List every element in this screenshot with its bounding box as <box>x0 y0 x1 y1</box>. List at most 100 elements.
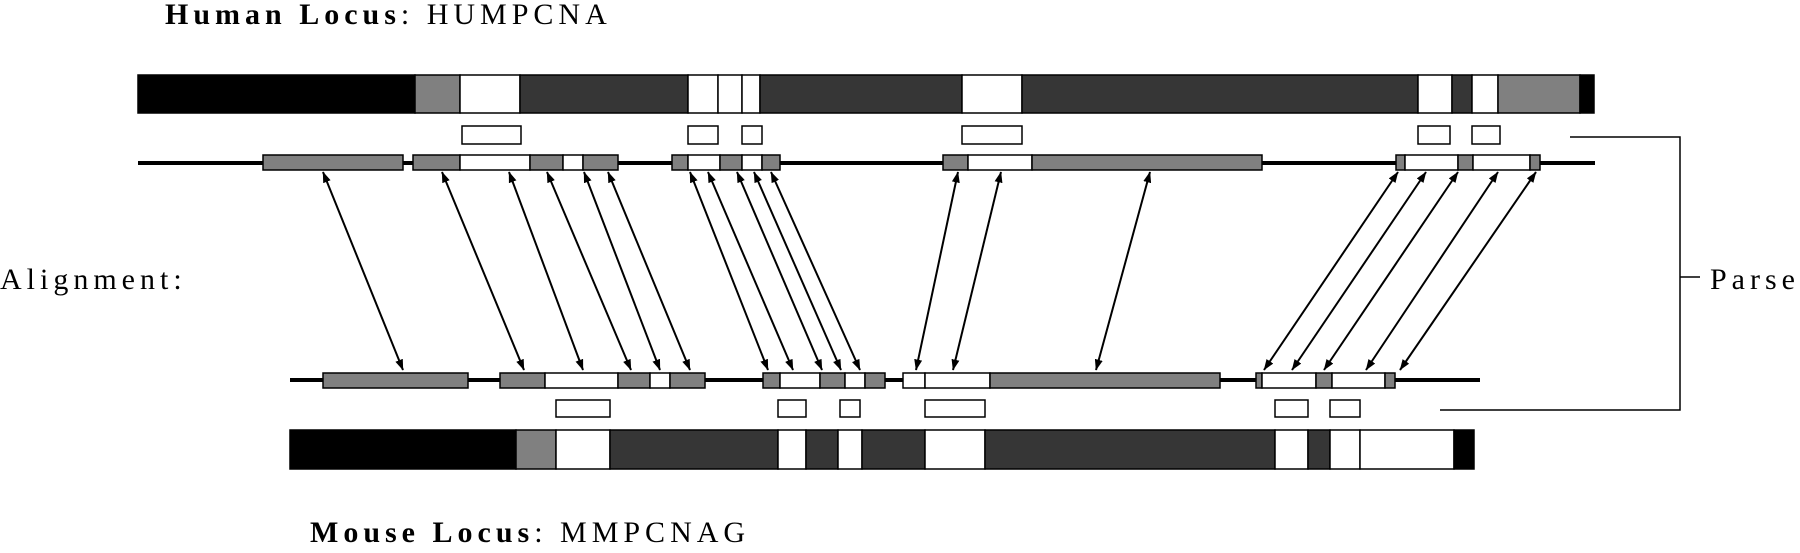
human-parse-segment <box>1395 154 1406 171</box>
alignment-arrow <box>689 171 769 371</box>
human-exon-marker <box>687 125 719 145</box>
human-locus-segment <box>137 74 416 114</box>
mouse-locus-segment <box>984 429 1276 470</box>
human-parse-segment <box>967 154 1033 171</box>
human-exon-marker <box>1417 125 1451 145</box>
mouse-locus-name: : MMPCNAG <box>534 516 751 549</box>
alignment-arrow <box>1291 171 1427 371</box>
mouse-locus-segment <box>1274 429 1309 470</box>
human-parse-segment <box>412 154 461 171</box>
human-parse-segment <box>741 154 763 171</box>
alignment-arrow <box>546 171 632 371</box>
human-locus-segment <box>1417 74 1453 114</box>
mouse-locus-title: Mouse Locus <box>310 516 535 549</box>
parse-label: Parse <box>1710 263 1800 296</box>
alignment-arrow <box>508 171 584 371</box>
mouse-locus-segment <box>1329 429 1361 470</box>
human-locus-segment <box>717 74 743 114</box>
mouse-locus-label: Mouse Locus: MMPCNAG <box>310 518 750 548</box>
human-locus-segment <box>1451 74 1473 114</box>
mouse-exon-marker <box>555 399 611 418</box>
mouse-locus-segment <box>1359 429 1455 470</box>
human-locus-segment <box>519 74 689 114</box>
human-locus-segment <box>1579 74 1595 114</box>
human-locus-segment <box>759 74 963 114</box>
parse-bracket <box>1440 136 1681 411</box>
human-parse-segment <box>562 154 584 171</box>
mouse-exon-marker <box>1329 399 1361 418</box>
human-parse-segment <box>262 154 404 171</box>
human-locus-segment <box>1021 74 1419 114</box>
mouse-exon-marker <box>839 399 861 418</box>
human-locus-segment <box>687 74 719 114</box>
human-locus-label: Human Locus: HUMPCNA <box>165 0 612 30</box>
human-locus-title: Human Locus <box>165 0 401 31</box>
alignment-arrow <box>441 171 525 371</box>
human-exon-marker <box>461 125 522 145</box>
mouse-locus-segment <box>515 429 557 470</box>
mouse-locus-segment <box>805 429 839 470</box>
alignment-arrow <box>1094 171 1152 371</box>
mouse-locus-segment <box>555 429 611 470</box>
mouse-locus-segment <box>924 429 986 470</box>
mouse-exon-marker <box>1274 399 1309 418</box>
mouse-locus-segment <box>1307 429 1331 470</box>
human-parse-segment <box>1031 154 1263 171</box>
mouse-parse-segment <box>819 372 846 389</box>
mouse-locus-segment <box>861 429 926 470</box>
human-locus-name: : HUMPCNA <box>400 0 612 31</box>
human-locus-segment <box>459 74 521 114</box>
alignment-arrow <box>1263 171 1399 371</box>
alignment-arrow <box>753 171 842 371</box>
mouse-parse-segment <box>924 372 991 389</box>
human-parse-segment <box>1472 154 1531 171</box>
mouse-parse-segment <box>1315 372 1333 389</box>
human-parse-segment <box>529 154 564 171</box>
mouse-parse-segment <box>499 372 546 389</box>
human-parse-segment <box>687 154 721 171</box>
human-parse-segment <box>761 154 781 171</box>
human-exon-marker <box>741 125 763 145</box>
alignment-arrow <box>914 171 960 371</box>
human-locus-segment <box>741 74 761 114</box>
mouse-exon-marker <box>924 399 986 418</box>
mouse-locus-segment <box>837 429 863 470</box>
mouse-parse-segment <box>844 372 866 389</box>
human-locus-segment <box>414 74 461 114</box>
mouse-parse-segment <box>779 372 821 389</box>
mouse-parse-segment <box>864 372 886 389</box>
human-parse-segment <box>582 154 619 171</box>
mouse-locus-segment <box>1453 429 1475 470</box>
human-parse-segment <box>671 154 689 171</box>
mouse-parse-segment <box>989 372 1221 389</box>
alignment-arrow <box>1399 171 1537 371</box>
mouse-locus-segment <box>289 429 517 470</box>
human-parse-segment <box>942 154 969 171</box>
mouse-parse-segment <box>902 372 926 389</box>
mouse-parse-segment <box>617 372 651 389</box>
human-parse-segment <box>1457 154 1474 171</box>
alignment-label: Alignment: <box>0 263 187 296</box>
mouse-parse-segment <box>1384 372 1396 389</box>
mouse-parse-segment <box>1255 372 1263 389</box>
alignment-arrow <box>607 171 691 371</box>
mouse-parse-segment <box>1261 372 1317 389</box>
mouse-exon-marker <box>777 399 807 418</box>
mouse-parse-segment <box>322 372 469 389</box>
alignment-arrow <box>770 171 861 371</box>
mouse-locus-segment <box>777 429 807 470</box>
human-locus-segment <box>961 74 1023 114</box>
mouse-parse-segment <box>1331 372 1386 389</box>
alignment-arrow <box>1323 171 1459 371</box>
human-locus-segment <box>1471 74 1499 114</box>
alignment-arrow <box>951 171 1003 371</box>
human-parse-segment <box>719 154 743 171</box>
mouse-parse-segment <box>762 372 781 389</box>
alignment-arrow <box>322 171 404 371</box>
alignment-arrow <box>1365 171 1499 371</box>
mouse-parse-segment <box>544 372 619 389</box>
human-locus-segment <box>1497 74 1581 114</box>
human-parse-segment <box>459 154 531 171</box>
